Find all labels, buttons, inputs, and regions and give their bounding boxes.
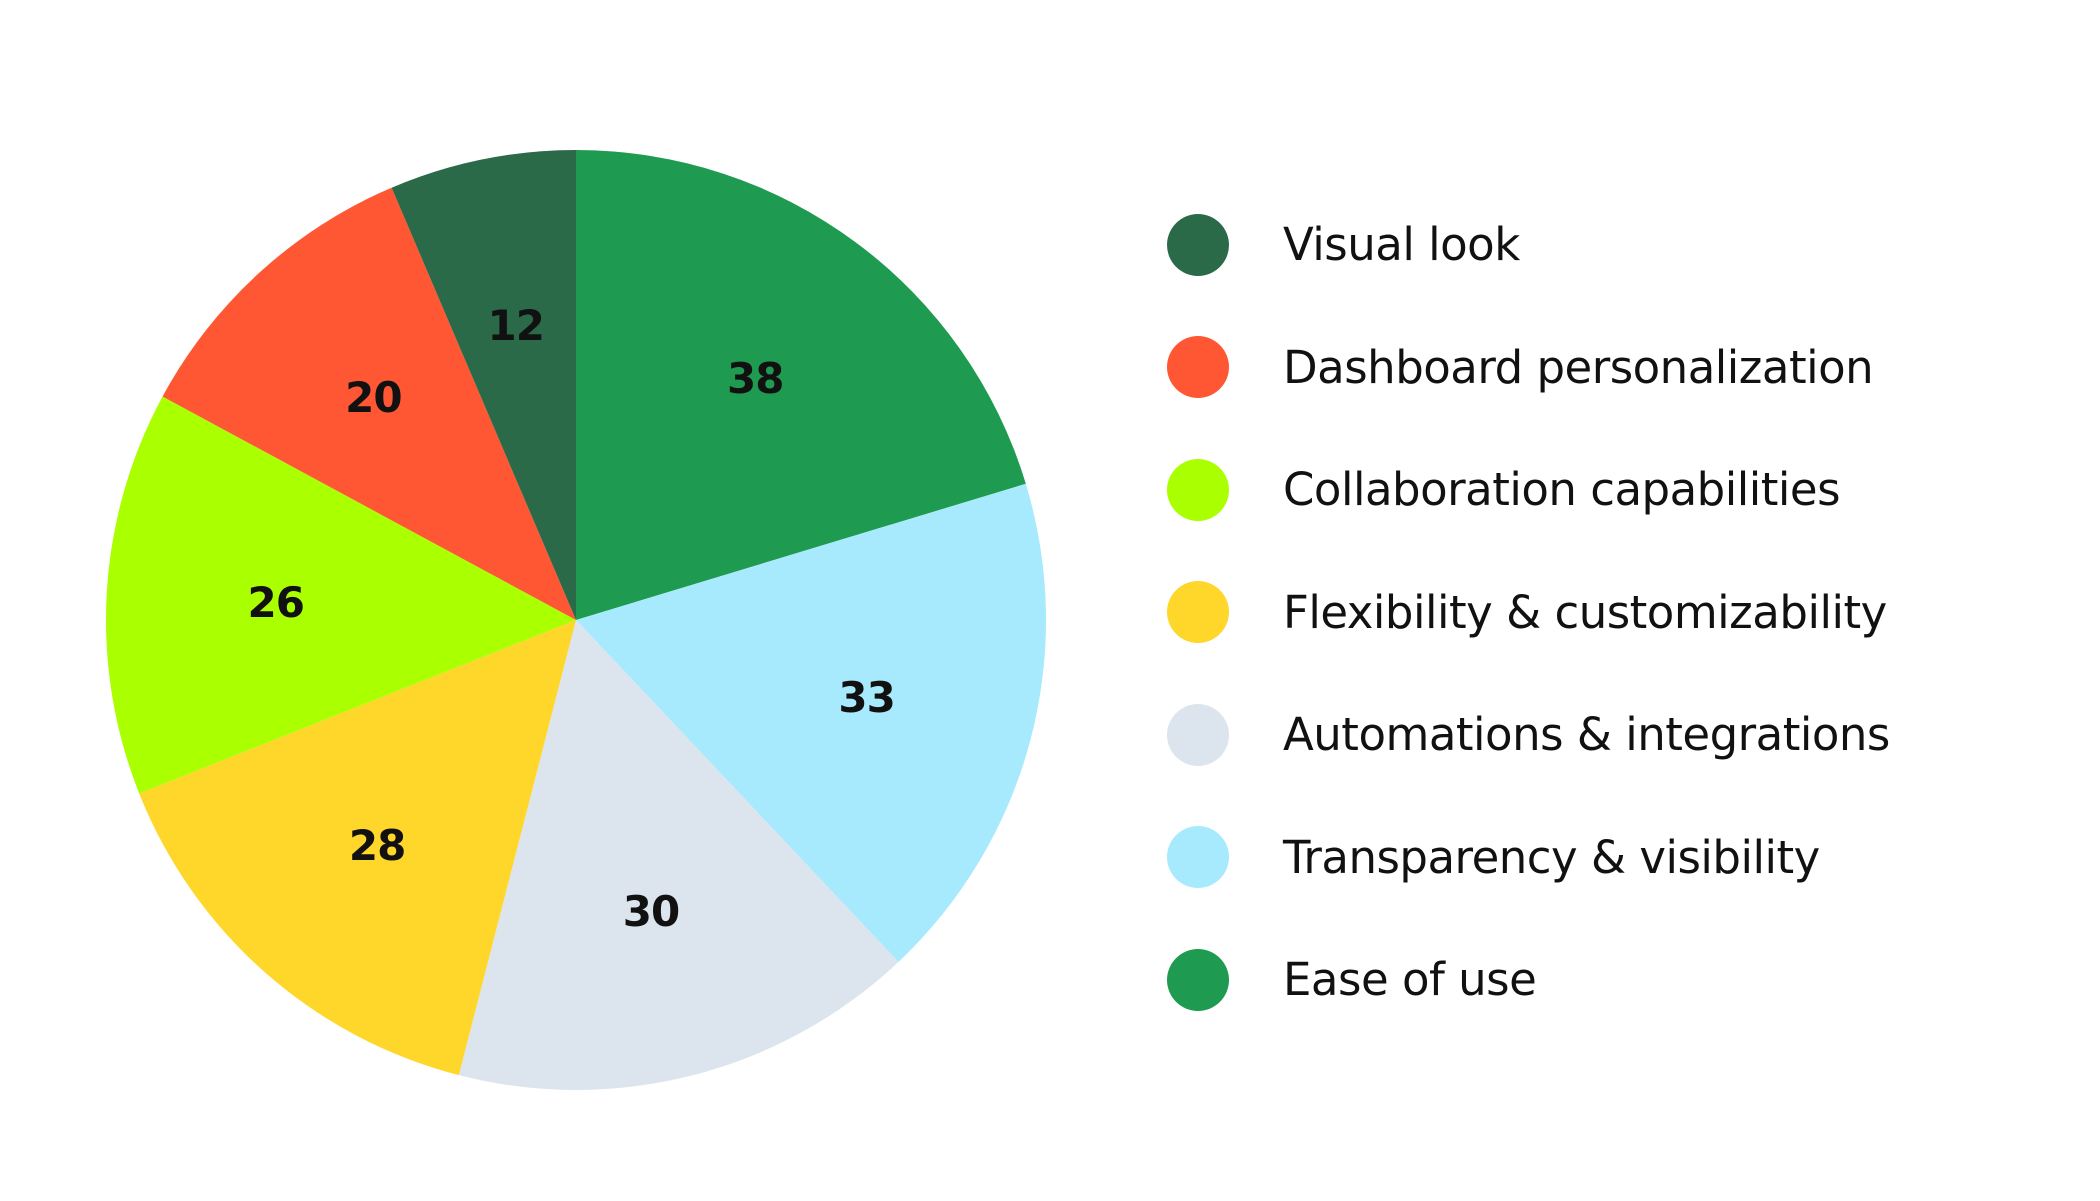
pie-slice-collaboration-capabilities (106, 396, 576, 794)
legend-swatch (1167, 581, 1229, 643)
data-label-ease-of-use: 38 (727, 354, 783, 403)
legend-label: Automations & integrations (1283, 708, 1890, 761)
legend-item-flexibility-and-customizability: Flexibility & customizability (1167, 581, 2067, 643)
pie-slice-automations-and-integrations (458, 620, 899, 1090)
pie-slice-dashboard-personalization (162, 187, 577, 620)
pie-slice-transparency-and-visibility (576, 483, 1046, 962)
legend-item-ease-of-use: Ease of use (1167, 948, 2067, 1011)
data-label-flexibility-and-customizability: 28 (349, 821, 405, 870)
legend-item-transparency-and-visibility: Transparency & visibility (1167, 826, 2067, 888)
pie-data-labels: 38 33 30 28 26 20 12 (247, 301, 895, 936)
legend-swatch (1167, 458, 1229, 521)
legend-item-automations-and-integrations: Automations & integrations (1167, 703, 2067, 766)
pie-slice-ease-of-use (576, 150, 1026, 620)
data-label-automations-and-integrations: 30 (623, 887, 679, 936)
data-label-collaboration-capabilities: 26 (247, 578, 303, 627)
data-label-visual-look: 12 (488, 301, 544, 350)
legend-label: Flexibility & customizability (1283, 585, 1887, 639)
legend-label: Dashboard personalization (1283, 340, 1874, 394)
legend-swatch (1167, 213, 1229, 276)
pie-slices (106, 150, 1046, 1090)
legend-label: Collaboration capabilities (1283, 463, 1841, 516)
data-label-dashboard-personalization: 20 (345, 373, 401, 422)
legend-swatch (1167, 948, 1229, 1011)
legend-item-visual-look: Visual look (1167, 213, 2067, 276)
legend-swatch (1167, 336, 1229, 398)
legend-item-collaboration-capabilities: Collaboration capabilities (1167, 458, 2067, 521)
data-label-transparency-and-visibility: 33 (838, 673, 894, 722)
legend-label: Visual look (1283, 218, 1520, 271)
legend-swatch (1167, 826, 1229, 888)
legend-item-dashboard-personalization: Dashboard personalization (1167, 336, 2067, 398)
pie-slice-visual-look (391, 150, 576, 620)
pie-slice-flexibility-and-customizability (139, 620, 576, 1076)
legend-label: Transparency & visibility (1283, 830, 1820, 884)
legend-label: Ease of use (1283, 953, 1537, 1006)
legend-swatch (1167, 703, 1229, 766)
